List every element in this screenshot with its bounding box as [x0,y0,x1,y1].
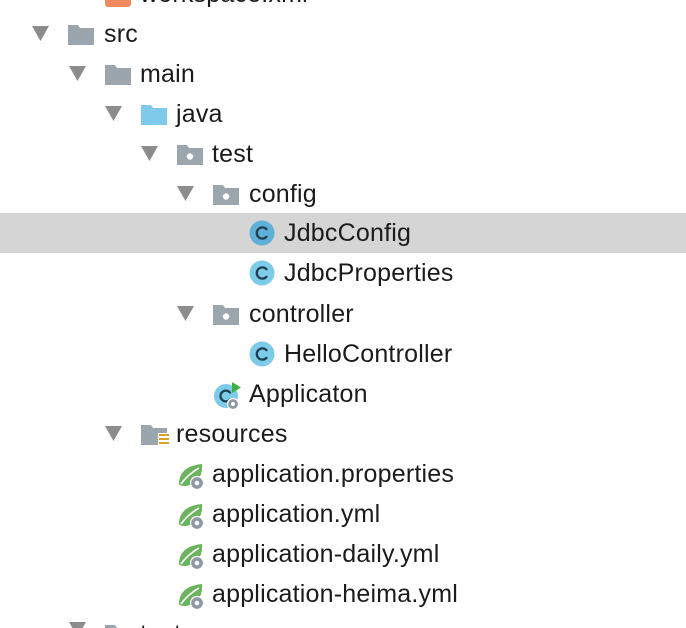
expand-arrow-icon[interactable] [69,66,86,81]
source-folder-icon [140,100,168,128]
hello-controller-label: HelloController [284,340,453,368]
tree-row-java[interactable]: java [0,94,686,134]
class-icon [248,219,276,247]
package-icon [176,140,204,168]
tree-row-jdbc-config[interactable]: JdbcConfig [0,213,686,253]
test-folder-label: test [140,620,181,628]
tree-row-application-heima-yml[interactable]: application-heima.yml [0,574,686,614]
expand-arrow-icon[interactable] [32,26,49,41]
spring-config-file-icon [176,580,205,611]
expand-arrow-icon[interactable] [105,106,122,121]
main-label: main [140,60,195,88]
tree-row-src[interactable]: src [0,14,686,54]
tree-row-config[interactable]: config [0,174,686,214]
config-label: config [249,180,317,208]
resources-folder-icon [140,420,170,448]
spring-config-file-icon [176,500,205,531]
tree-row-main[interactable]: main [0,54,686,94]
spring-config-file-icon [176,540,205,571]
resources-label: resources [176,420,288,448]
spring-boot-class-icon [212,380,241,411]
controller-label: controller [249,300,354,328]
tree-row-application-daily-yml[interactable]: application-daily.yml [0,534,686,574]
java-label: java [176,100,223,128]
application-properties-label: application.properties [212,460,455,488]
class-icon [248,340,276,368]
expand-arrow-icon[interactable] [177,306,194,321]
workspace-xml-label: workspace.xml [140,0,308,8]
class-icon [248,259,276,287]
tree-row-jdbc-properties[interactable]: JdbcProperties [0,253,686,293]
tree-row-hello-controller[interactable]: HelloController [0,334,686,374]
tree-row-test-package[interactable]: test [0,134,686,174]
test-package-label: test [212,140,254,168]
folder-icon [104,620,132,628]
folder-icon [104,60,132,88]
package-icon [212,300,240,328]
src-label: src [104,20,138,48]
tree-row-test-folder[interactable]: test [0,614,686,628]
tree-row-application[interactable]: Applicaton [0,374,686,414]
jdbc-properties-label: JdbcProperties [284,259,454,287]
tree-row-resources[interactable]: resources [0,414,686,454]
expand-arrow-icon[interactable] [69,622,86,628]
expand-arrow-icon[interactable] [105,426,122,441]
expand-arrow-icon[interactable] [141,146,158,161]
xml-file-icon [104,0,132,8]
folder-icon [67,20,95,48]
application-label: Applicaton [249,380,368,408]
package-icon [212,180,240,208]
expand-arrow-icon[interactable] [177,186,194,201]
tree-row-application-properties[interactable]: application.properties [0,454,686,494]
tree-row-application-yml[interactable]: application.yml [0,494,686,534]
application-heima-yml-label: application-heima.yml [212,580,458,608]
tree-row-workspace-xml[interactable]: workspace.xml [0,0,686,14]
spring-config-file-icon [176,460,205,491]
application-daily-yml-label: application-daily.yml [212,540,440,568]
jdbc-config-label: JdbcConfig [284,219,412,247]
tree-row-controller[interactable]: controller [0,294,686,334]
application-yml-label: application.yml [212,500,381,528]
